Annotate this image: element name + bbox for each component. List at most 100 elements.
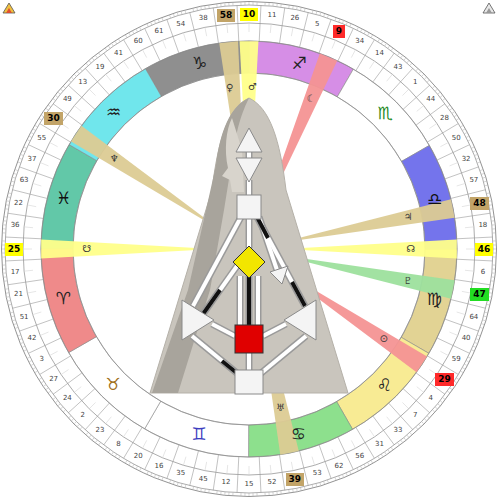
line-tick — [422, 74, 424, 76]
line-ring-tick — [417, 387, 424, 393]
line-ring-tick — [402, 89, 408, 95]
channel-lines — [192, 150, 306, 374]
line-tick — [232, 3, 233, 6]
gate-divider — [319, 19, 331, 53]
line-ring-tick — [312, 457, 315, 466]
line-tick — [272, 492, 273, 495]
line-tick — [228, 3, 229, 6]
line-tick — [10, 312, 13, 314]
line-tick — [280, 4, 281, 7]
line-tick — [249, 2, 250, 5]
line-tick — [424, 77, 426, 79]
gate-number: 56 — [355, 453, 364, 460]
line-tick — [3, 272, 6, 273]
line-tick — [292, 489, 294, 492]
gate-divider — [455, 280, 491, 285]
line-tick — [61, 89, 63, 91]
line-tick — [319, 13, 321, 16]
line-tick — [89, 435, 91, 437]
line-ring-tick — [429, 123, 436, 128]
line-ring-tick — [163, 40, 166, 48]
gate-number: 45 — [199, 476, 208, 483]
line-tick — [162, 18, 163, 21]
line-tick — [484, 181, 487, 183]
silhouette — [150, 98, 348, 393]
line-tick — [388, 450, 390, 452]
line-ring-tick — [457, 312, 466, 315]
ajna-center — [236, 158, 262, 182]
line-tick — [15, 169, 18, 171]
gate-number: 7 — [413, 412, 417, 419]
line-tick — [360, 466, 361, 469]
line-tick — [3, 268, 6, 269]
hair-shape — [152, 98, 249, 393]
line-tick — [419, 424, 421, 426]
line-tick — [342, 474, 343, 477]
line-tick — [473, 346, 476, 347]
line-ring-tick — [270, 24, 272, 33]
gate-number: 10 — [243, 9, 256, 19]
line-tick — [115, 41, 117, 44]
gate-number: 54 — [176, 21, 185, 28]
line-ring-tick — [61, 370, 68, 375]
planet-glyph: ☋ — [83, 244, 92, 254]
gate-number: 8 — [116, 441, 120, 448]
line-tick — [357, 468, 358, 471]
line-tick — [401, 56, 403, 58]
zodiac-segment — [145, 401, 249, 457]
line-tick — [169, 480, 171, 483]
line-tick — [33, 129, 36, 130]
line-ring-tick — [370, 429, 375, 436]
line-tick — [438, 404, 440, 406]
gate-number: 58 — [220, 10, 233, 20]
line-tick — [224, 492, 225, 495]
heart-center — [270, 266, 288, 284]
line-tick — [488, 296, 491, 298]
zodiac-glyph: ♈ — [56, 290, 71, 307]
gate-number: 5 — [315, 21, 319, 28]
gate-number: 29 — [438, 374, 451, 384]
line-tick — [4, 276, 7, 277]
line-tick — [304, 8, 306, 11]
corner-triangle-inner — [486, 8, 492, 13]
gate-divider — [389, 403, 413, 430]
line-ring-tick — [291, 27, 293, 36]
gate-divider — [259, 457, 261, 493]
line-tick — [454, 115, 457, 117]
gate-number: 46 — [478, 244, 491, 254]
line-tick — [432, 410, 434, 412]
line-tick — [244, 493, 245, 496]
line-tick — [427, 80, 429, 82]
line-tick — [315, 11, 317, 14]
line-ring-tick — [89, 89, 95, 95]
line-tick — [385, 452, 387, 454]
line-ring-tick — [27, 291, 36, 293]
line-tick — [371, 35, 373, 38]
gate-number: 17 — [11, 269, 20, 276]
line-tick — [33, 368, 36, 369]
line-tick — [487, 192, 490, 194]
line-tick — [276, 491, 277, 494]
gate-divider — [213, 455, 218, 491]
gate-box: 48 — [470, 197, 489, 210]
gate-divider — [85, 403, 109, 430]
planet-glyph: ♃ — [403, 212, 412, 222]
activation-ray — [297, 240, 457, 259]
activation-ray — [41, 240, 201, 259]
line-tick — [249, 493, 250, 496]
zodiac-segment — [337, 69, 429, 161]
line-ring-tick — [74, 387, 81, 393]
line-tick — [41, 381, 44, 383]
gate-divider — [237, 457, 239, 493]
line-tick — [323, 14, 325, 17]
line-tick — [72, 419, 74, 421]
line-tick — [119, 456, 121, 459]
gate-number: 38 — [199, 15, 208, 22]
throat-center — [237, 195, 261, 219]
line-tick — [11, 315, 14, 317]
line-tick — [473, 151, 476, 152]
gate-number: 18 — [478, 222, 487, 229]
line-tick — [450, 388, 452, 390]
